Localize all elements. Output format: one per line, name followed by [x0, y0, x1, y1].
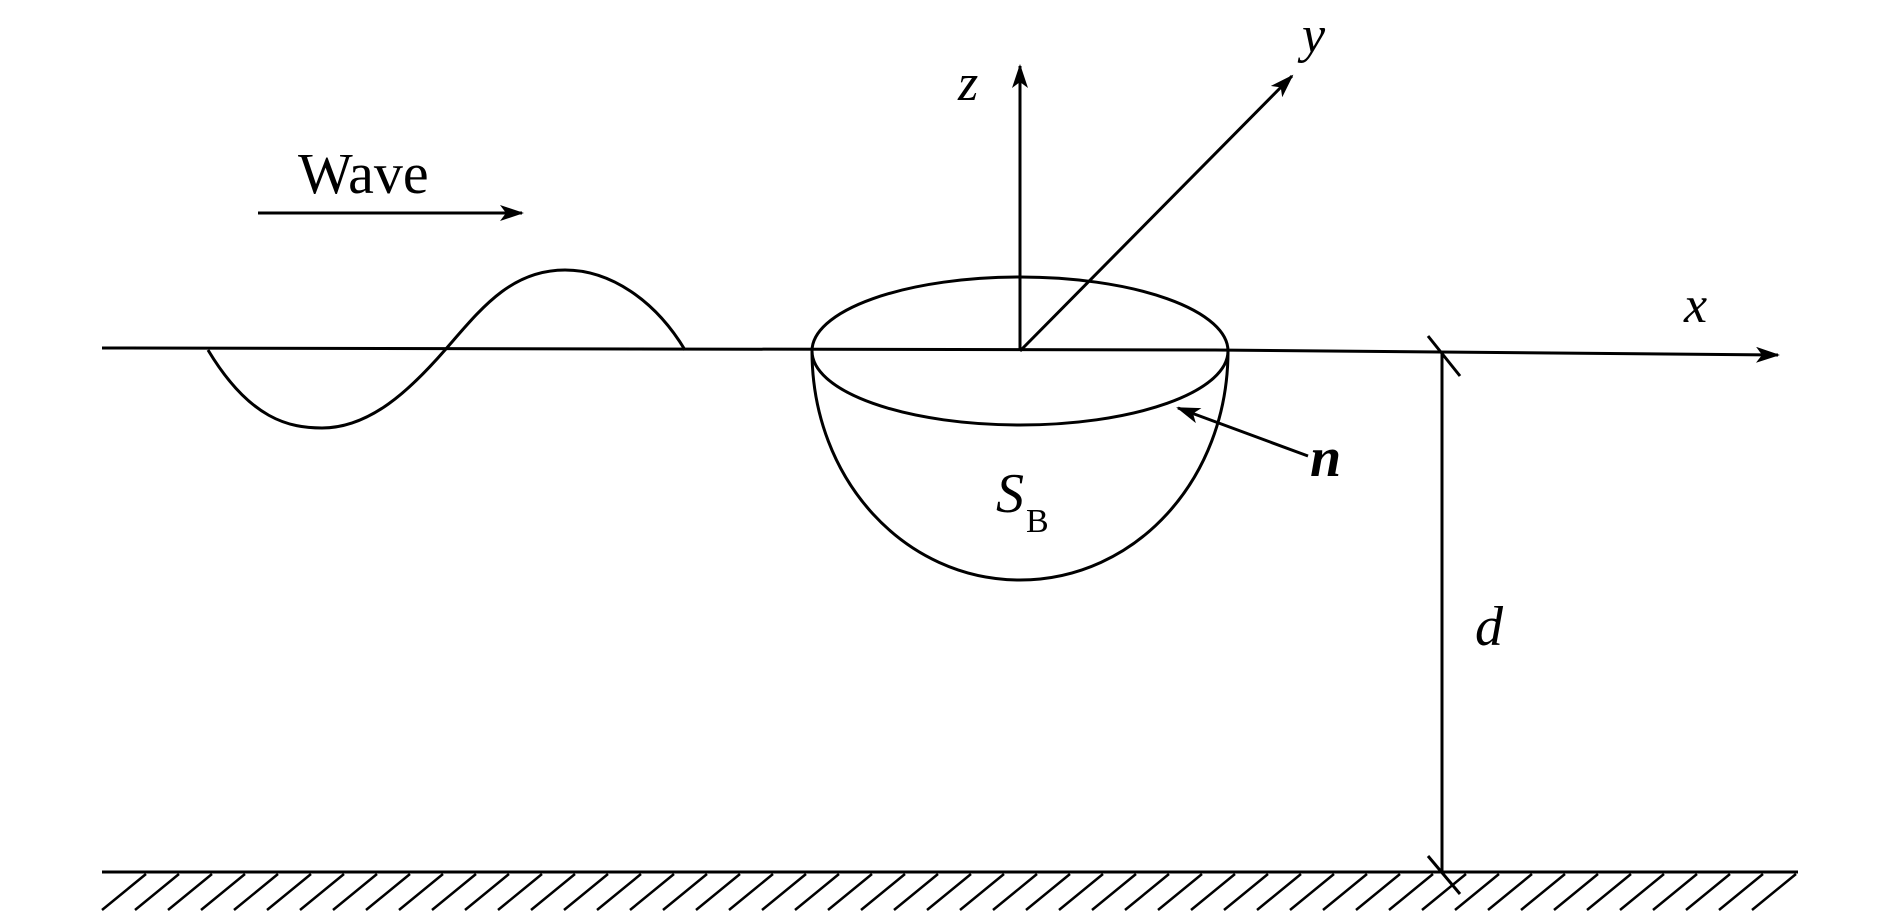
wave-label: Wave: [298, 141, 429, 206]
seabed-hatch-mark: [893, 873, 939, 911]
seabed-hatch-mark: [1586, 873, 1632, 911]
seabed-hatch-mark: [1124, 873, 1170, 911]
seabed-hatch-mark: [431, 873, 477, 911]
seabed-hatch-mark: [728, 873, 774, 911]
depth-tick-top: [1426, 335, 1462, 377]
body-surface-label-main: S: [996, 463, 1024, 525]
seabed-hatch-mark: [761, 873, 807, 911]
seabed-hatch-mark: [497, 873, 543, 911]
seabed-hatch-mark: [1421, 873, 1467, 911]
depth-tick-bottom: [1426, 855, 1462, 895]
wave-profile: [206, 268, 687, 430]
seabed-hatch-mark: [200, 873, 246, 911]
seabed-hatch-mark: [266, 873, 312, 911]
seabed-hatch-mark: [992, 873, 1038, 911]
y-axis-label: y: [1297, 7, 1326, 64]
seabed-hatch-mark: [134, 873, 180, 911]
seabed-hatch-mark: [1553, 873, 1599, 911]
seabed-hatch-mark: [1058, 873, 1104, 911]
seabed-hatch-mark: [398, 873, 444, 911]
seabed-hatch-mark: [101, 873, 147, 911]
seabed-hatch-mark: [332, 873, 378, 911]
seabed-hatch-mark: [1487, 873, 1533, 911]
seabed-hatch-mark: [695, 873, 741, 911]
seabed-hatch-mark: [926, 873, 972, 911]
seabed-hatch-mark: [827, 873, 873, 911]
seabed-hatch-mark: [1157, 873, 1203, 911]
water-line: [101, 346, 1216, 352]
seabed-hatch-mark: [959, 873, 1005, 911]
seabed-hatch-mark: [464, 873, 510, 911]
body-hull: [810, 350, 1230, 582]
seabed-hatch-mark: [596, 873, 642, 911]
seabed-hatch-mark: [1025, 873, 1071, 911]
seabed-hatch-mark: [299, 873, 345, 911]
seabed-hatch-mark: [1355, 873, 1401, 911]
seabed-hatch-mark: [563, 873, 609, 911]
seabed-hatch-mark: [233, 873, 279, 911]
seabed-hatch-mark: [860, 873, 906, 911]
z-axis-label: z: [957, 55, 978, 112]
seabed-hatch-mark: [1718, 873, 1764, 911]
seabed-hatch-mark: [794, 873, 840, 911]
seabed-hatch-mark: [1454, 873, 1500, 911]
seabed-hatch-mark: [629, 873, 675, 911]
normal-label: n: [1310, 427, 1341, 489]
x-axis-label: x: [1683, 277, 1707, 334]
seabed-hatch-mark: [530, 873, 576, 911]
seabed-hatch-mark: [662, 873, 708, 911]
seabed-hatch-mark: [1223, 873, 1269, 911]
seabed-hatch-mark: [1685, 873, 1731, 911]
seabed-hatch-mark: [1751, 873, 1797, 911]
seabed-hatching: [101, 873, 1797, 911]
seabed-hatch-mark: [1289, 873, 1335, 911]
body-surface-label: SB: [996, 463, 1049, 540]
seabed-hatch-mark: [167, 873, 213, 911]
body-surface-label-sub: B: [1026, 503, 1049, 540]
depth-label: d: [1475, 596, 1504, 658]
seabed-hatch-mark: [1322, 873, 1368, 911]
seabed-hatch-mark: [1190, 873, 1236, 911]
seabed-hatch-mark: [1388, 873, 1434, 911]
seabed-hatch-mark: [1619, 873, 1665, 911]
x-axis: [1214, 346, 1780, 363]
normal-vector-arrow: [1176, 406, 1309, 458]
seabed-hatch-mark: [1256, 873, 1302, 911]
seabed-hatch-mark: [1652, 873, 1698, 911]
seabed-hatch-mark: [365, 873, 411, 911]
seabed-hatch-mark: [1091, 873, 1137, 911]
y-axis: [1018, 74, 1294, 353]
seabed-hatch-mark: [1520, 873, 1566, 911]
